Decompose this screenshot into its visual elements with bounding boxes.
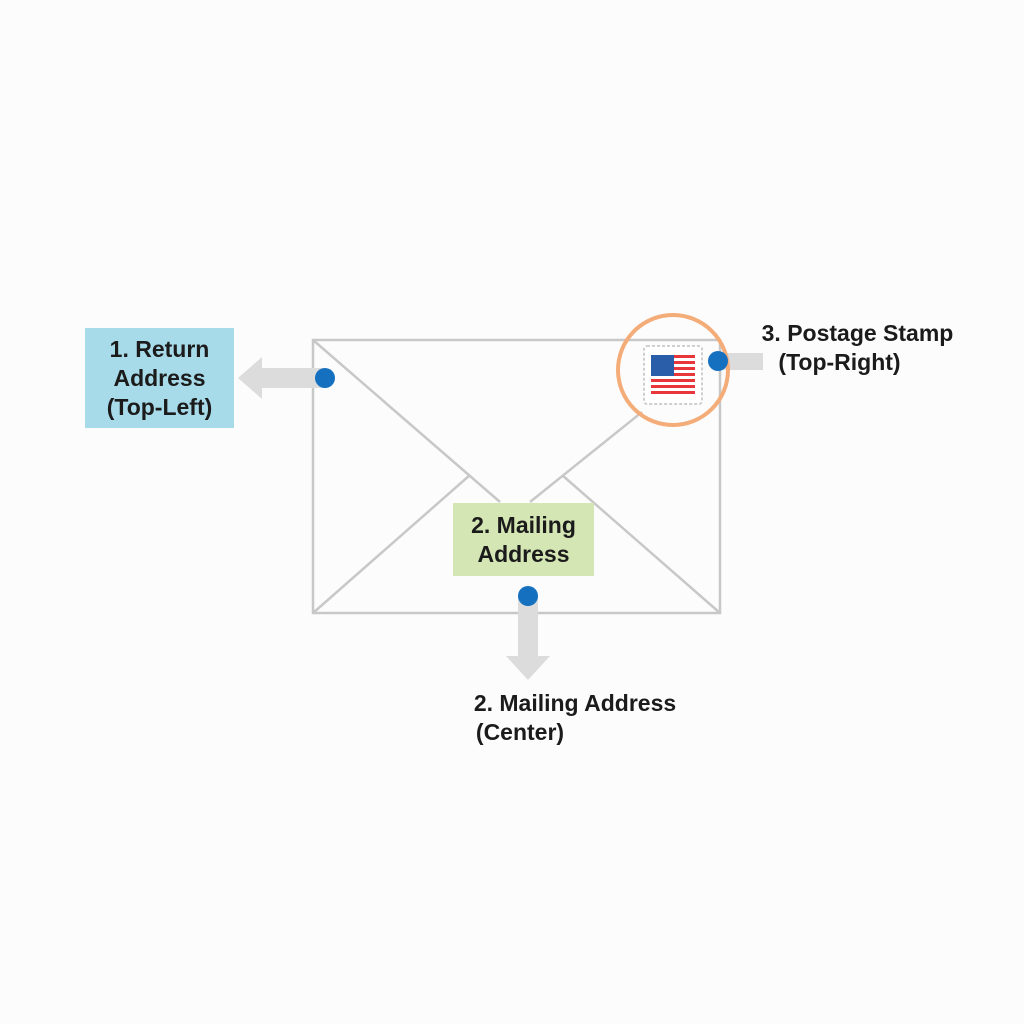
label-line: (Center) [475, 719, 565, 745]
label-line: 2. Mailing [471, 511, 576, 538]
postage-stamp-label: 3. Postage Stamp (Top-Right) [745, 319, 970, 377]
marker-stamp [708, 351, 728, 371]
marker-return [315, 368, 335, 388]
envelope-outline [311, 338, 722, 615]
label-line: (Top-Left) [106, 393, 213, 420]
arrow-down [506, 596, 550, 680]
label-line: Address [477, 540, 570, 567]
bottom-line-right [561, 474, 721, 614]
stamp-highlight-ring [616, 313, 730, 427]
label-line: 2. Mailing Address [473, 690, 677, 716]
envelope [311, 338, 722, 615]
mailing-address-label: 2. Mailing Address (Center) [455, 689, 695, 747]
flap-line-left [312, 339, 501, 503]
flag-icon [651, 355, 695, 395]
label-line: Address [113, 364, 206, 391]
label-line: 3. Postage Stamp [761, 320, 954, 346]
postage-stamp-icon [643, 345, 703, 405]
label-line: 1. Return [109, 335, 210, 362]
flap-line-right [529, 411, 643, 503]
arrow-left [238, 357, 325, 399]
marker-mailing [518, 586, 538, 606]
bottom-line-left [312, 474, 471, 614]
mailing-address-box: 2. Mailing Address [453, 503, 594, 576]
return-address-label: 1. Return Address (Top-Left) [85, 328, 234, 428]
label-line: (Top-Right) [778, 349, 901, 375]
